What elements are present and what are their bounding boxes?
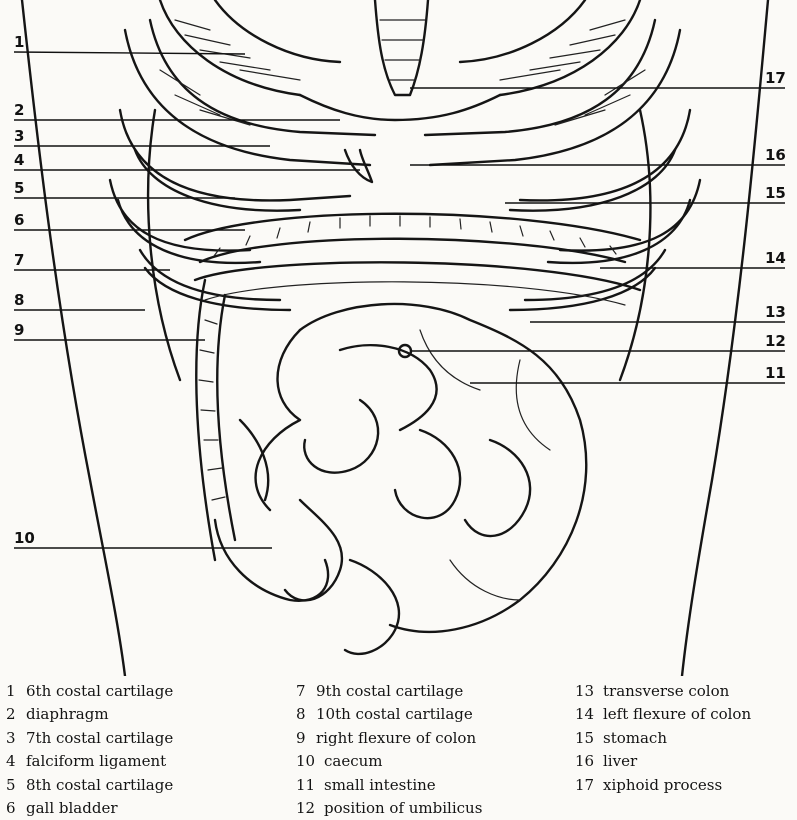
- leader-lines: [14, 52, 785, 548]
- callout-1: 1: [14, 33, 24, 51]
- transverse-colon: [185, 214, 640, 305]
- xiphoid-diaphragm: [300, 0, 500, 182]
- callout-15: 15: [765, 184, 786, 202]
- callout-14: 14: [765, 249, 786, 267]
- callout-13: 13: [765, 303, 786, 321]
- callout-7: 7: [14, 251, 24, 269]
- caecum: [215, 520, 328, 601]
- abdomen-drawing: 1 2 3 4 5 6 7 8 9 10 17 16 15 14 13 12 1…: [0, 0, 797, 676]
- callout-6: 6: [14, 211, 24, 229]
- callout-12: 12: [765, 332, 786, 350]
- callout-3: 3: [14, 127, 24, 145]
- figure-numbers: 1 2 3 4 5 6 7 8 9 10 17 16 15 14 13 12 1…: [14, 33, 786, 547]
- anatomy-illustration: 1 2 3 4 5 6 7 8 9 10 17 16 15 14 13 12 1…: [0, 0, 797, 676]
- callout-4: 4: [14, 151, 24, 169]
- body-outline: [22, 0, 768, 676]
- callout-16: 16: [765, 146, 786, 164]
- callout-17: 17: [765, 69, 786, 87]
- ascending-colon: [196, 280, 235, 560]
- costal-cartilages-left: [110, 0, 375, 380]
- callout-10: 10: [14, 529, 35, 547]
- costal-cartilages-right: [425, 0, 700, 380]
- callout-11: 11: [765, 364, 786, 382]
- callout-2: 2: [14, 101, 24, 119]
- callout-8: 8: [14, 291, 24, 309]
- callout-5: 5: [14, 179, 24, 197]
- callout-9: 9: [14, 321, 24, 339]
